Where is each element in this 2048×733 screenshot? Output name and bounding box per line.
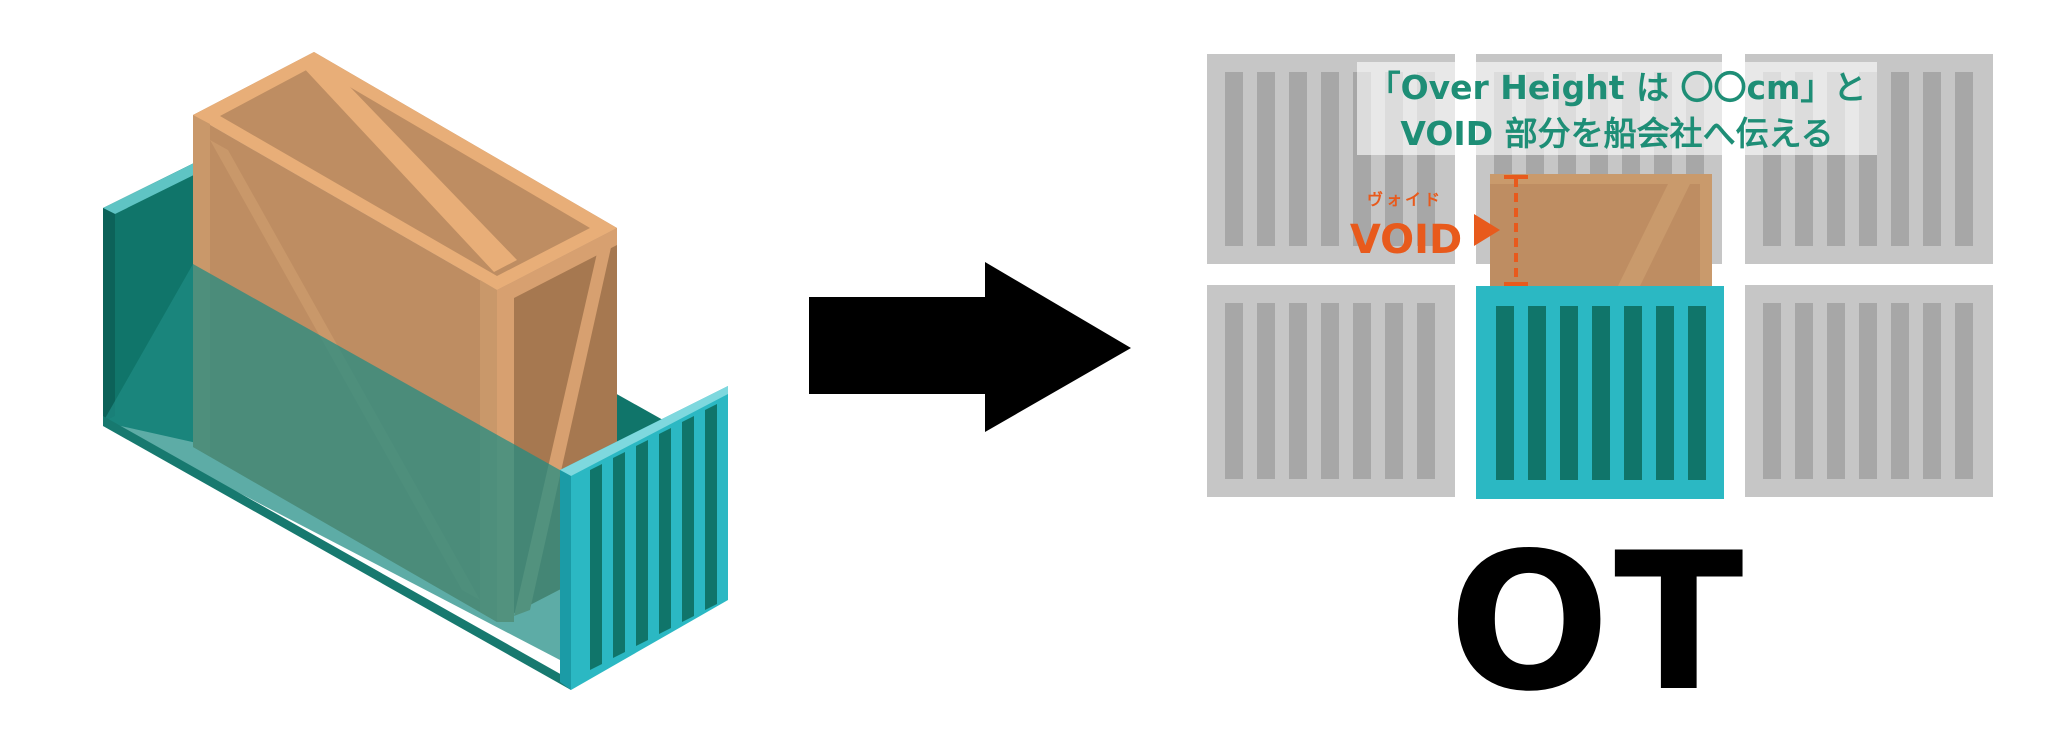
container-left-wall-edge	[103, 208, 115, 422]
gray-container	[1745, 285, 1993, 497]
crate-front-view	[1490, 174, 1712, 290]
void-height-marker	[1504, 175, 1528, 286]
void-pointer-icon	[1474, 214, 1500, 246]
container-type-label: OT	[1448, 512, 1747, 733]
callout-line-2: VOID 部分を船会社へ伝える	[1400, 114, 1833, 153]
crate-top-brace	[300, 60, 517, 272]
void-label: VOID	[1350, 217, 1462, 263]
callout-line-1: 「Over Height は 〇〇cm」と	[1368, 68, 1867, 107]
ot-container	[1476, 286, 1724, 499]
open-top-container-illustration	[103, 52, 728, 690]
right-arrow-icon	[809, 262, 1131, 432]
container-door-top-rim	[560, 386, 728, 476]
container-front-wall-solid-base	[103, 416, 571, 690]
callout-banner	[1357, 62, 1877, 155]
container-back-wall-top-rim	[103, 160, 212, 214]
container-door-ribs	[590, 404, 717, 670]
container-door-left-edge	[560, 470, 571, 690]
gray-container	[1207, 285, 1455, 497]
void-ruby-label: ヴォイド	[1367, 190, 1443, 209]
